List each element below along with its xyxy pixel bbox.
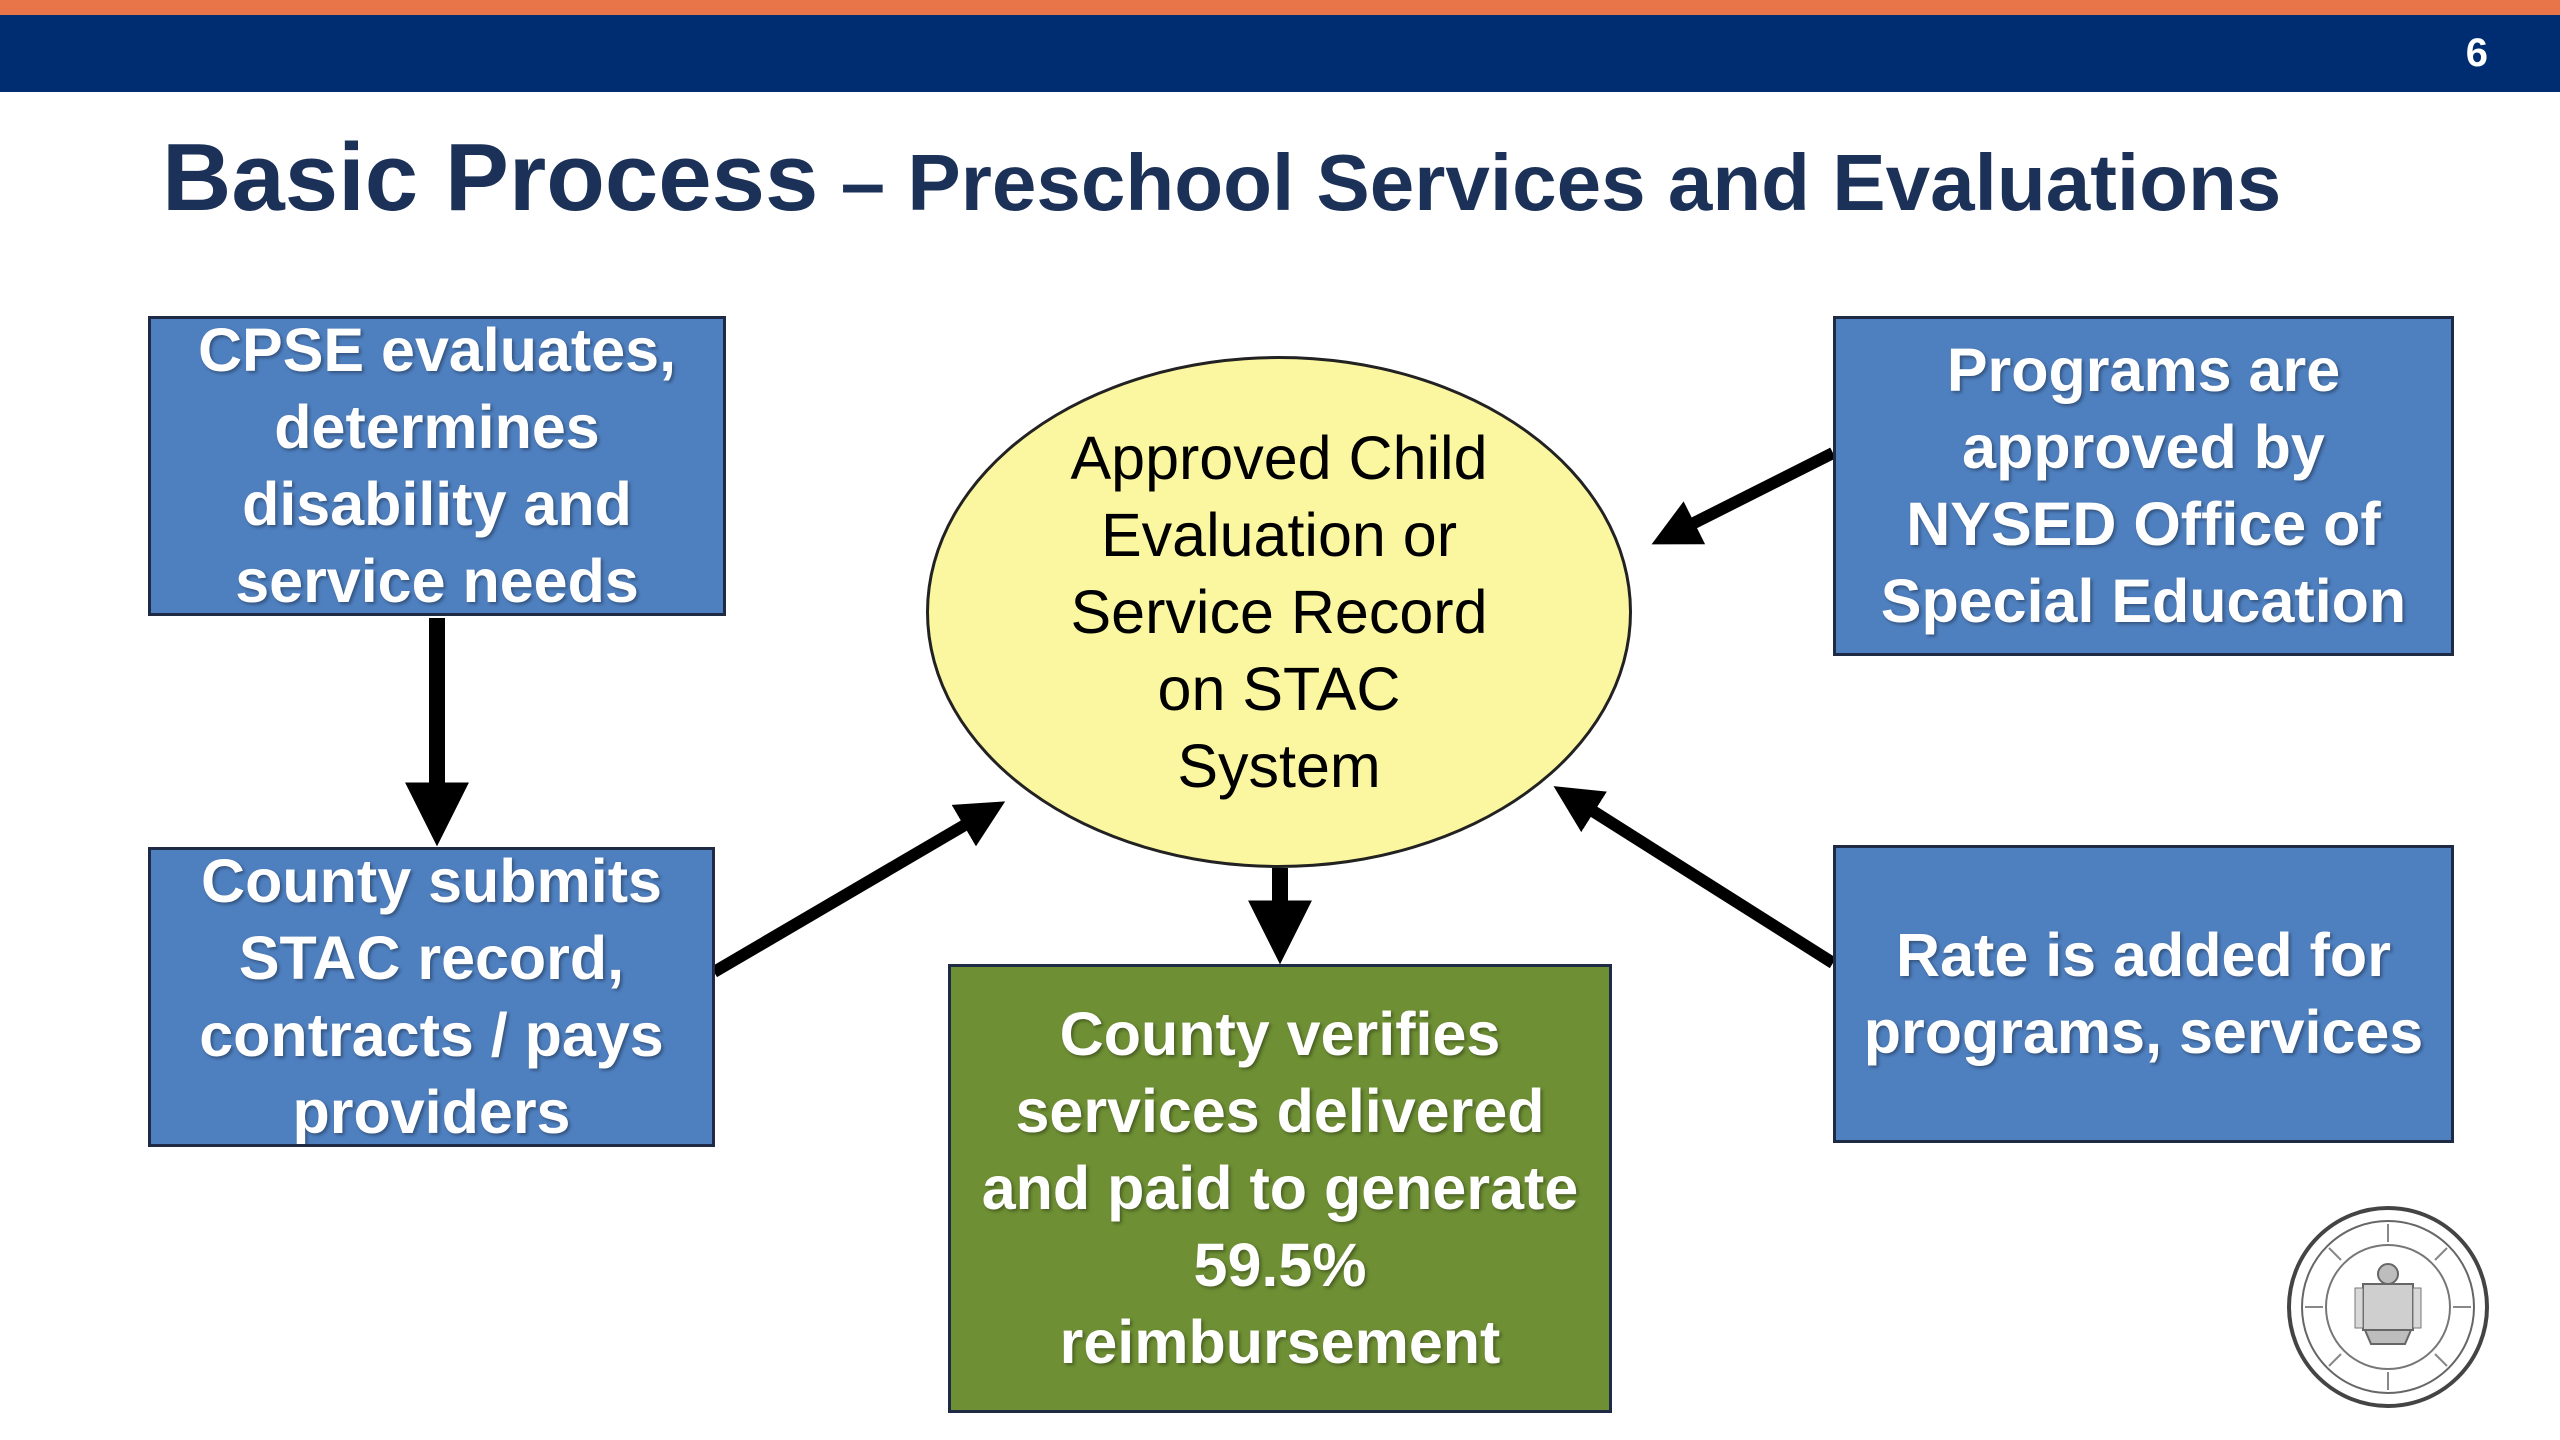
node-programs-label: Programs are approved by NYSED Office of…	[1880, 336, 2407, 635]
node-programs-approved: Programs are approved by NYSED Office of…	[1833, 316, 2454, 656]
page-title: Basic Process – Preschool Services and E…	[162, 118, 2462, 238]
node-rate-label: Rate is added for programs, services	[1863, 921, 2424, 1066]
node-county-submits: County submits STAC record, contracts / …	[148, 847, 715, 1147]
node-county-verifies: County verifies services delivered and p…	[948, 964, 1612, 1413]
arrow-county-to-center	[710, 801, 1006, 978]
node-cpse-evaluates: CPSE evaluates, determines disability an…	[148, 316, 726, 616]
title-subtitle: Preschool Services and Evaluations	[907, 138, 2282, 227]
header-bar	[0, 15, 2560, 92]
arrow-rate-to-center	[1553, 786, 1837, 969]
node-rate-added: Rate is added for programs, services	[1833, 845, 2454, 1143]
node-cpse-label: CPSE evaluates, determines disability an…	[197, 316, 677, 615]
arrow-programs-to-center	[1651, 447, 1836, 545]
title-main: Basic Process	[162, 124, 819, 231]
node-approved-record-label: Approved Child Evaluation or Service Rec…	[1070, 423, 1488, 800]
title-separator: –	[818, 138, 908, 227]
node-county-submits-label: County submits STAC record, contracts / …	[199, 847, 664, 1146]
page-number: 6	[2465, 31, 2488, 75]
node-county-verifies-label: County verifies services delivered and p…	[981, 1000, 1579, 1376]
header-accent-bar	[0, 0, 2560, 15]
node-approved-record: Approved Child Evaluation or Service Rec…	[926, 356, 1632, 868]
state-seal-icon	[2287, 1206, 2489, 1408]
